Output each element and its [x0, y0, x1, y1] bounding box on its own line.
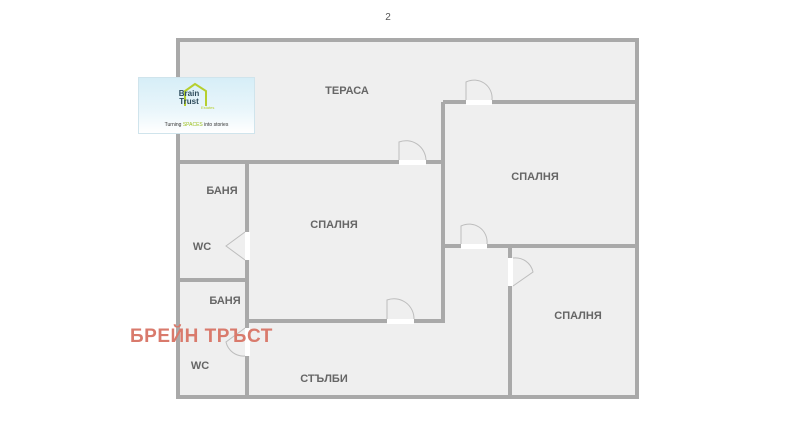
room-label-bedroom-bottom-right: СПАЛНЯ — [554, 310, 602, 322]
tagline-prefix: Turning — [164, 122, 182, 128]
floor-number: 2 — [385, 12, 391, 23]
tagline-highlight: SPACES — [182, 122, 203, 128]
door-bedroom-bottom-right — [508, 258, 513, 286]
door-bedroom-top-right — [461, 244, 487, 249]
door-bathroom-top — [245, 232, 250, 260]
room-label-wc-top: WC — [192, 241, 212, 253]
room-label-bathroom-top: БАНЯ — [206, 185, 238, 197]
room-label-wc-bottom: WC — [190, 360, 210, 372]
house-outline-icon — [184, 82, 207, 106]
door-terrace-center — [399, 160, 426, 165]
logo-sub: Estates — [201, 105, 215, 110]
room-label-terrace: ТЕРАСА — [325, 85, 369, 97]
room-label-bathroom-bottom: БАНЯ — [209, 295, 241, 307]
tagline-suffix: into stories — [204, 122, 229, 128]
room-label-stairs: СТЪЛБИ — [300, 373, 348, 385]
room-label-bedroom-top-right: СПАЛНЯ — [511, 171, 559, 183]
logo-tagline: Turning SPACES into stories — [139, 122, 254, 128]
watermark: БРЕЙН ТРЪСТ — [130, 326, 273, 347]
doors — [225, 79, 534, 357]
door-bathroom-bottom — [245, 328, 250, 356]
door-terrace-right — [466, 100, 492, 105]
logo-name-line1: Brain — [178, 89, 200, 98]
door-bedroom-center — [387, 319, 414, 324]
logo-name: Brain Trust — [172, 90, 206, 106]
brand-logo: Brain Trust Estates Turning SPACES into … — [138, 77, 255, 134]
room-label-bedroom-center: СПАЛНЯ — [310, 219, 358, 231]
logo-name-line2: Trust — [179, 97, 199, 106]
